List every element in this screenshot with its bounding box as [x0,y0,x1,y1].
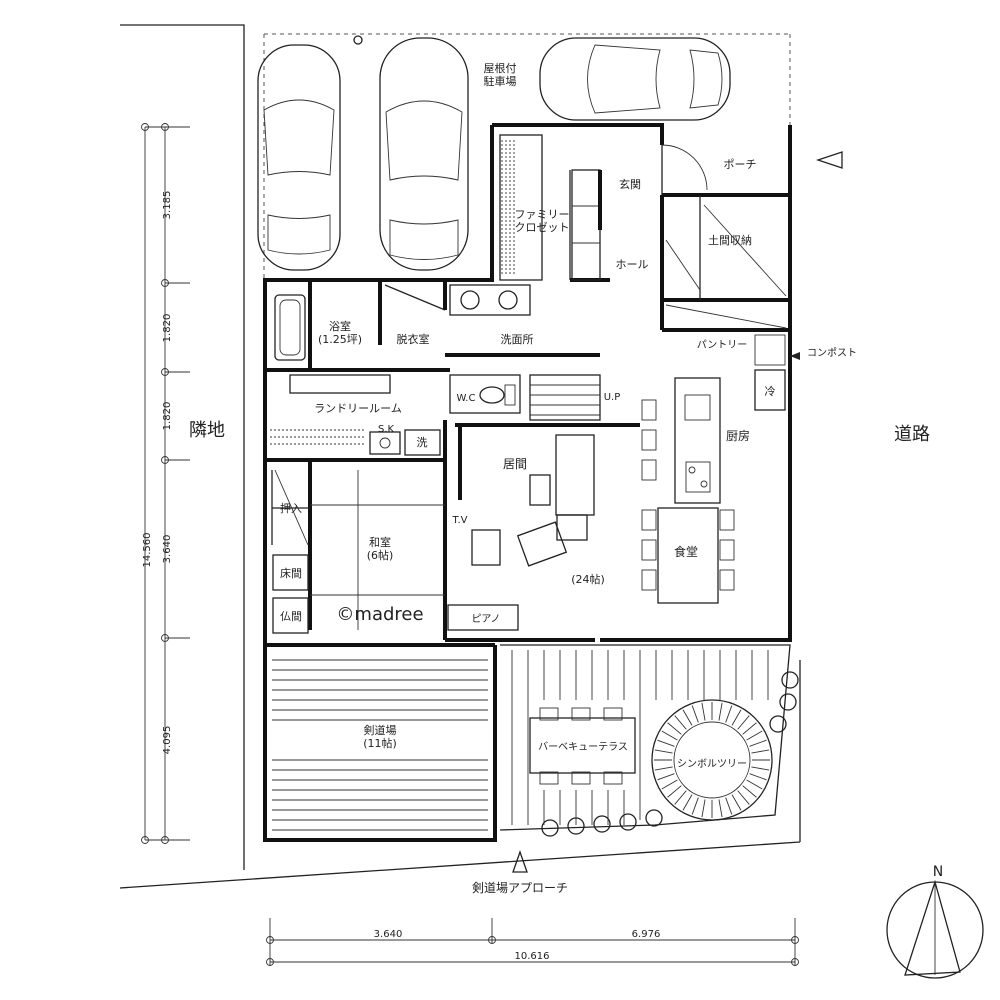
entrance-label: 玄関 [619,177,641,191]
living-furniture [447,434,595,631]
left-dimension-lines [141,123,190,844]
dim-left-5: 4.095 [162,726,173,755]
kitchen-counter [641,334,786,604]
pantry-label: パントリー [697,339,748,351]
sk-label: S.K [378,424,395,435]
car-left [257,44,341,271]
dining-label: 食堂 [674,544,698,559]
doma-storage-label: 土間収納 [708,234,752,247]
dressing-label: 脱衣室 [397,332,430,346]
dojo-flooring [272,659,488,831]
svg-text:14.560: 14.560 [142,533,153,568]
dojo-label: 剣道場(11帖) [363,723,397,750]
dim-left-total: 14.560 [142,533,153,568]
svg-text:3.640: 3.640 [162,535,173,564]
dim-left-4: 3.640 [162,535,173,564]
dim-bottom-1: 3.640 [374,929,403,940]
oshiire-label: 押入 [280,501,302,515]
exterior-walls [263,123,792,842]
carport-label: 屋根付駐車場 [484,61,517,88]
tv-label: T.V [452,515,468,526]
terrace [499,644,791,831]
washer-label: 洗 [417,436,428,449]
bottom-dimension-lines [266,918,799,966]
butsuma-label: 仏間 [280,610,302,623]
dim-left-1: 3.185 [162,191,173,220]
bath-label: 浴室(1.25坪) [318,319,362,346]
watermark: ©madree [336,604,423,625]
washroom-label: 洗面所 [501,333,534,346]
neighbor-label: 隣地 [189,420,225,441]
compost-label: コンポスト [807,347,857,359]
fridge-label: 冷 [765,385,776,398]
site-boundary [119,24,801,889]
svg-text:1.820: 1.820 [162,402,173,431]
svg-text:4.095: 4.095 [162,726,173,755]
family-closet-label: ファミリークロゼット [515,208,570,234]
car-top [539,37,731,121]
car-middle [379,37,469,271]
tokonoma-label: 床間 [280,566,302,580]
living-label: 居間 [503,457,527,471]
compass-icon: N [886,864,984,979]
symbol-tree [541,671,799,837]
symbol-tree-label: シンボルツリー [677,758,747,770]
svg-text:1.820: 1.820 [162,314,173,343]
washitsu-label: 和室(6帖) [367,535,394,562]
wc-label: W.C [457,393,476,404]
entrance-arrow-icon [815,151,843,169]
bbq-label: バーベキューテラス [538,741,628,753]
piano-label: ピアノ [471,613,500,625]
up-label: U.P [604,392,621,403]
approach-label: 剣道場アプローチ [472,881,568,895]
road-label: 道路 [894,424,930,445]
dim-left-2: 1.820 [162,314,173,343]
compass-north: N [933,864,943,880]
dim-bottom-total: 10.616 [515,951,550,962]
laundry-label: ランドリールーム [314,402,402,415]
dim-left-3: 1.820 [162,402,173,431]
dim-bottom-2: 6.976 [632,929,661,940]
ldk-size-label: (24帖) [571,573,605,586]
kitchen-label: 厨房 [726,428,750,443]
hall-label: ホール [616,258,649,271]
svg-text:3.185: 3.185 [162,191,173,220]
porch-label: ポーチ [724,158,757,171]
approach-arrow-icon [512,850,528,873]
interior-walls [265,134,787,831]
